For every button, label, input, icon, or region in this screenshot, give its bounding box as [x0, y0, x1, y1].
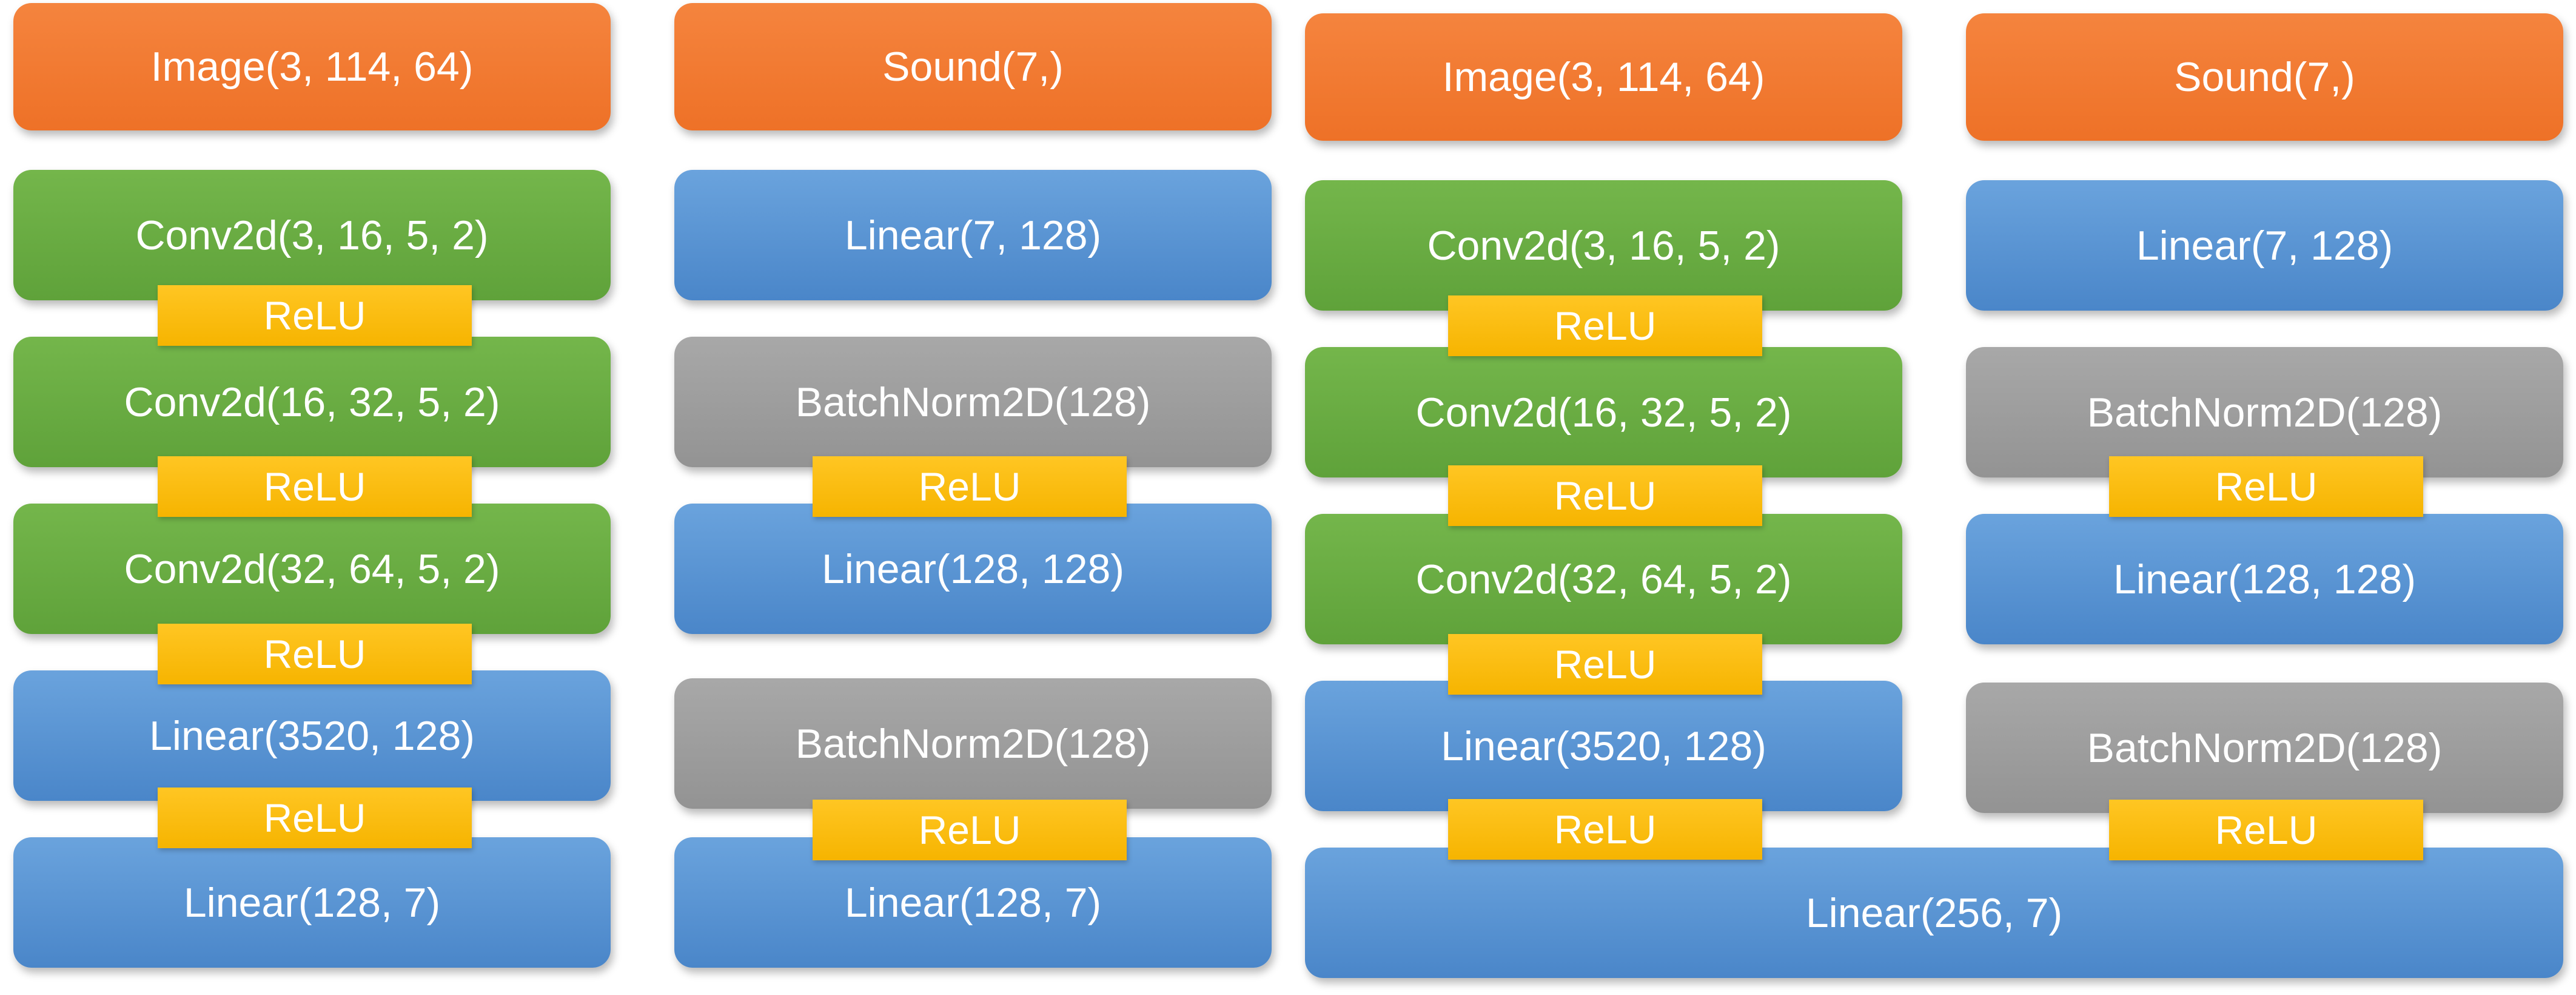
a-sound-relu1-block: ReLU [813, 456, 1127, 517]
b-image-relu4-block: ReLU [1448, 799, 1762, 860]
a-image-linear1-block: Linear(3520, 128) [13, 670, 611, 801]
a-image-conv3-block: Conv2d(32, 64, 5, 2) [13, 504, 611, 634]
a-sound-relu2-block: ReLU [813, 800, 1127, 860]
b-image-relu2-block: ReLU [1448, 465, 1762, 526]
b-sound-linear2-block: Linear(128, 128) [1966, 514, 2563, 644]
b-image-relu3-block: ReLU [1448, 634, 1762, 695]
b-sound-linear1-block: Linear(7, 128) [1966, 180, 2563, 311]
b-image-relu1-block: ReLU [1448, 295, 1762, 356]
a-sound-linear1-block: Linear(7, 128) [674, 170, 1272, 300]
b-sound-bn1-block: BatchNorm2D(128) [1966, 347, 2563, 477]
b-fused-linear-block: Linear(256, 7) [1305, 848, 2563, 978]
a-sound-bn1-block: BatchNorm2D(128) [674, 337, 1272, 467]
b-sound-input-block: Sound(7,) [1966, 13, 2563, 141]
b-image-conv1-block: Conv2d(3, 16, 5, 2) [1305, 180, 1902, 311]
a-image-relu3-block: ReLU [158, 624, 472, 684]
a-image-input-block: Image(3, 114, 64) [13, 3, 611, 130]
b-sound-relu2-block: ReLU [2109, 800, 2423, 860]
b-image-conv3-block: Conv2d(32, 64, 5, 2) [1305, 514, 1902, 644]
b-image-linear1-block: Linear(3520, 128) [1305, 681, 1902, 811]
a-image-linear2-block: Linear(128, 7) [13, 837, 611, 968]
b-image-input-block: Image(3, 114, 64) [1305, 13, 1902, 141]
a-image-relu4-block: ReLU [158, 788, 472, 848]
a-sound-input-block: Sound(7,) [674, 3, 1272, 130]
a-image-conv1-block: Conv2d(3, 16, 5, 2) [13, 170, 611, 300]
b-sound-relu1-block: ReLU [2109, 456, 2423, 517]
b-image-conv2-block: Conv2d(16, 32, 5, 2) [1305, 347, 1902, 477]
a-image-relu1-block: ReLU [158, 285, 472, 346]
a-sound-bn2-block: BatchNorm2D(128) [674, 678, 1272, 809]
a-image-conv2-block: Conv2d(16, 32, 5, 2) [13, 337, 611, 467]
a-sound-linear2-block: Linear(128, 128) [674, 504, 1272, 634]
b-sound-bn2-block: BatchNorm2D(128) [1966, 683, 2563, 813]
a-image-relu2-block: ReLU [158, 456, 472, 517]
